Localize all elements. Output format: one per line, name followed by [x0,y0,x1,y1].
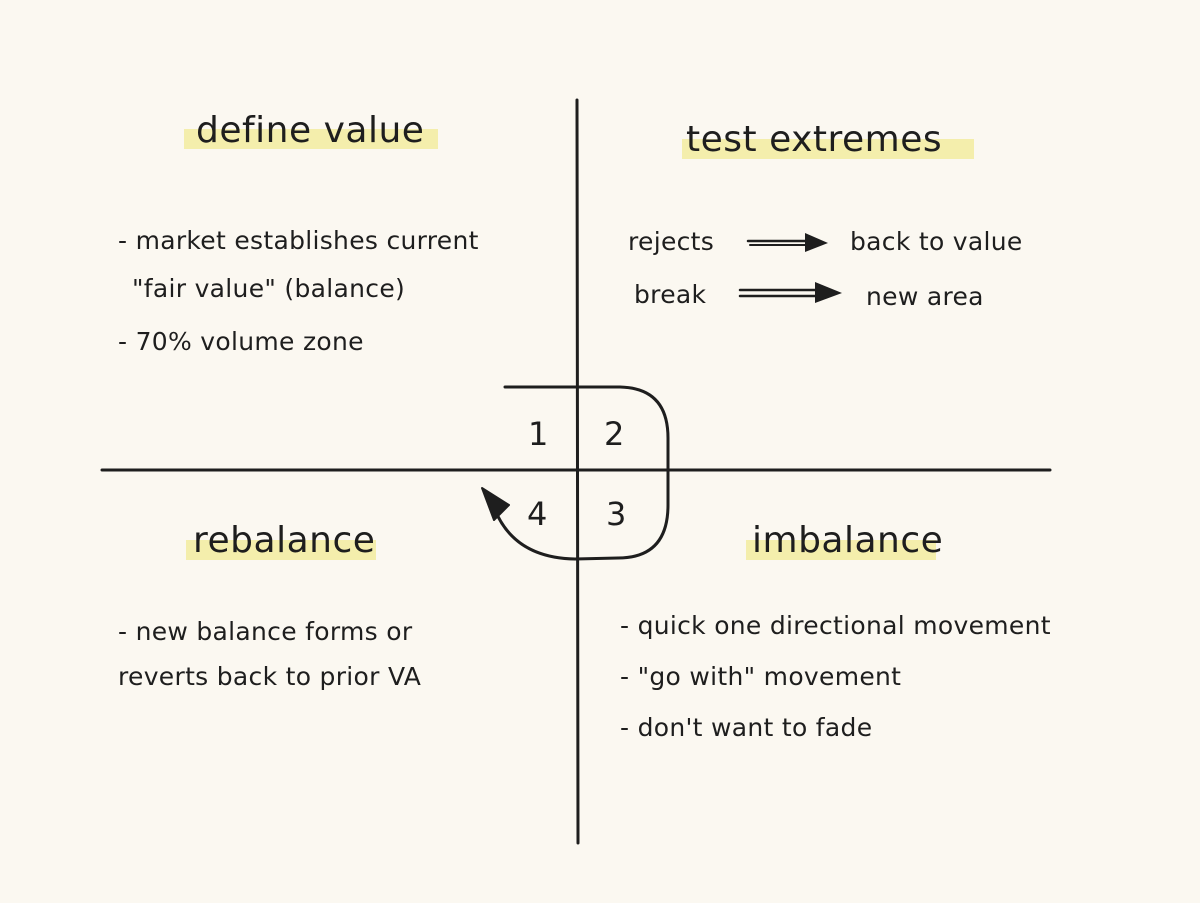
break-arrow-icon [738,282,842,303]
q4-line-2: reverts back to prior VA [118,662,422,691]
q2-title: test extremes [686,119,943,160]
cycle-number-2: 2 [604,415,625,453]
cycle-number-3: 3 [606,495,627,533]
q1-title-highlight [184,129,438,149]
q4-line-1: - new balance forms or [118,617,413,646]
q2-title-highlight [682,139,974,159]
q2-row-1-result: back to value [850,227,1023,256]
q1-title: define value [196,110,425,151]
q1-line-1: - market establishes current [118,226,479,255]
q4-title-highlight [186,540,376,560]
cycle-number-1: 1 [528,415,549,453]
q4-title: rebalance [193,520,376,561]
q3-title-highlight [746,540,936,560]
cycle-arrowhead-icon [481,487,510,521]
q3-line-3: - don't want to fade [620,713,873,742]
q2-row-2-label: break [634,280,707,309]
q1-line-3: - 70% volume zone [118,327,364,356]
rejects-arrow-icon [746,233,828,252]
q3-line-1: - quick one directional movement [620,611,1051,640]
q3-title: imbalance [752,520,944,561]
q3-line-2: - "go with" movement [620,662,902,691]
q2-row-2-result: new area [866,282,984,311]
cycle-number-4: 4 [527,495,548,533]
q1-line-2: "fair value" (balance) [132,274,406,303]
q2-row-1-label: rejects [628,227,715,256]
cycle-loop [493,385,670,561]
